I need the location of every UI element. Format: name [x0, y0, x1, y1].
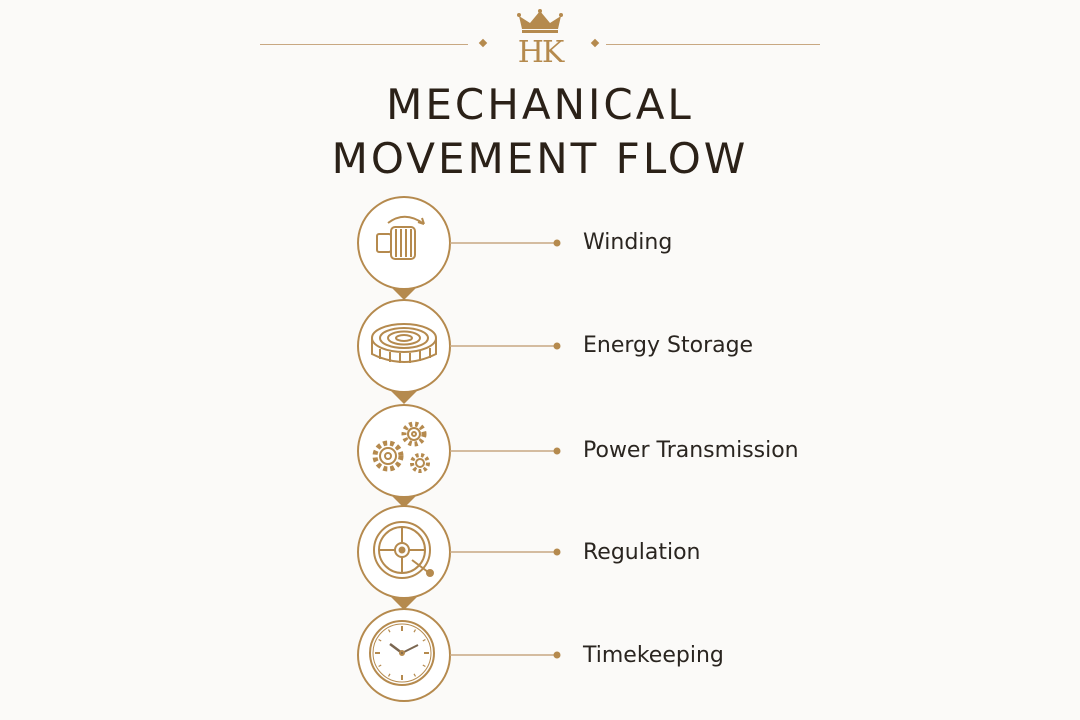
divider-left: [260, 44, 468, 45]
title-line-2: MOVEMENT FLOW: [331, 134, 749, 183]
title-line-1: MECHANICAL: [386, 80, 694, 129]
header: HK: [0, 0, 1080, 75]
connector-dot: [553, 239, 561, 247]
step-node-timekeeping: [357, 608, 561, 702]
connector-dot: [553, 548, 561, 556]
connector-dot: [553, 651, 561, 659]
step-label-power-transmission: Power Transmission: [583, 438, 799, 463]
gears-icon: [372, 421, 430, 473]
step-label-energy-storage: Energy Storage: [583, 333, 754, 358]
mainspring-icon: [371, 323, 437, 363]
flow-arrow: [390, 390, 418, 404]
flow-arrow: [390, 596, 418, 610]
flow-arrow: [390, 494, 418, 508]
step-node-regulation: [357, 505, 561, 610]
crown-icon: [517, 9, 563, 33]
brand-monogram: HK: [517, 35, 565, 70]
step-label-regulation: Regulation: [583, 540, 701, 565]
clock-icon: [369, 620, 435, 686]
connector-dot: [553, 342, 561, 350]
step-node-winding: [357, 196, 561, 300]
connector-dot: [553, 447, 561, 455]
balance-wheel-icon: [373, 521, 434, 579]
step-label-winding: Winding: [583, 230, 673, 255]
step-circle: [357, 196, 451, 290]
step-label-timekeeping: Timekeeping: [583, 643, 724, 668]
page-title: MECHANICAL MOVEMENT FLOW: [190, 78, 890, 186]
flow-arrow: [390, 286, 418, 300]
step-node-power-transmission: [357, 404, 561, 508]
step-node-energy-storage: [357, 299, 561, 404]
crown-winding-icon: [376, 215, 425, 260]
divider-right: [606, 44, 820, 45]
step-circle: [357, 404, 451, 498]
